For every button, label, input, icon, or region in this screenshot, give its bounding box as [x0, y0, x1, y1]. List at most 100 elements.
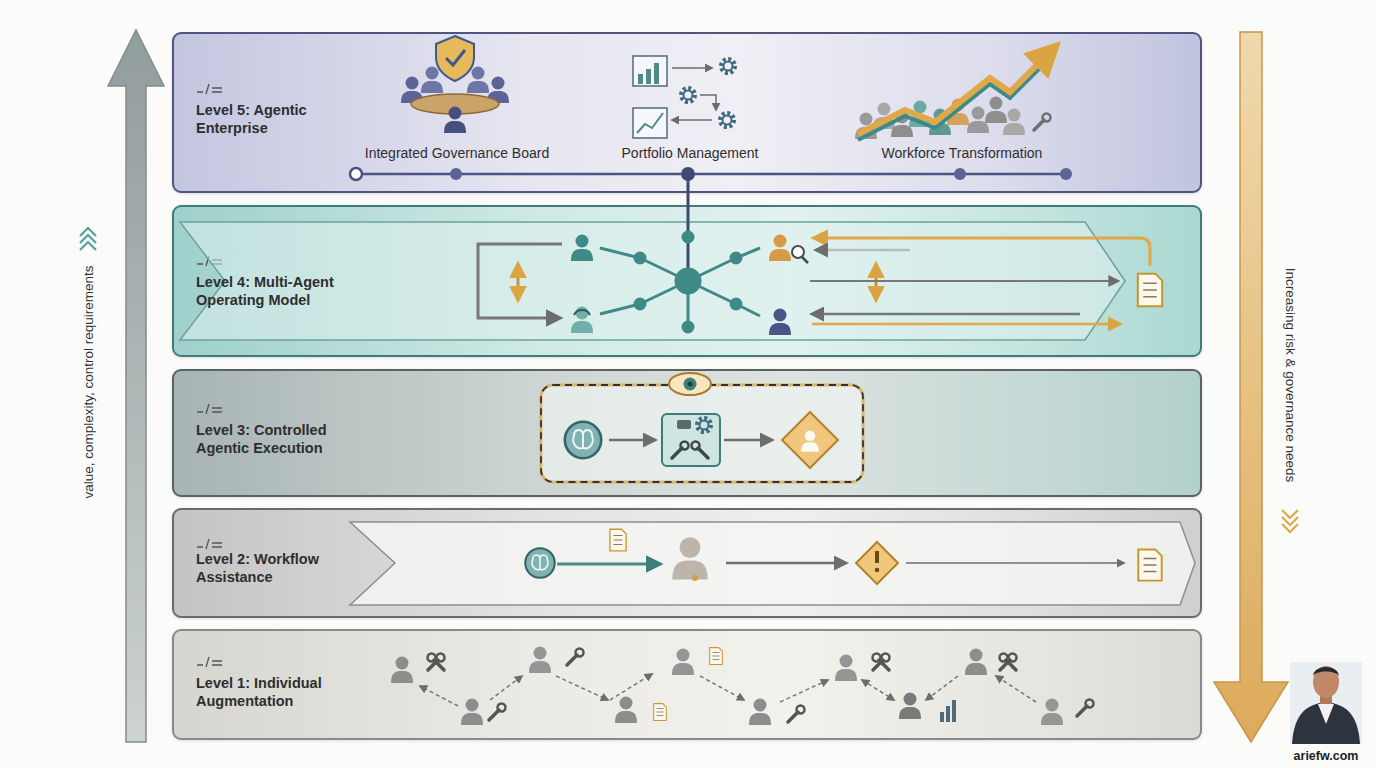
author-portrait: [1290, 662, 1362, 744]
workforce-icon-part: [985, 97, 1007, 124]
workforce-icon-part: [909, 101, 931, 128]
portfolio-icon-part: [672, 119, 712, 121]
portfolio-icon-part: [633, 108, 667, 138]
operating-model-flow-part: [769, 235, 791, 262]
level-glyphs-part: [197, 256, 222, 266]
controlled-execution-icon-part: [609, 439, 655, 442]
individual-augmentation-scatter-part: [749, 699, 771, 726]
timeline-part: [356, 173, 1066, 176]
timeline-part: [350, 168, 362, 180]
risk-arrow: [1214, 32, 1288, 742]
workflow-assistance-flow-part: [1138, 549, 1161, 580]
controlled-execution-icon-part: [724, 439, 772, 442]
individual-augmentation-scatter-part: [873, 654, 890, 671]
level-title: Level 3: Controlled Agentic Execution: [196, 421, 356, 457]
controlled-execution-icon-part: [782, 412, 838, 468]
workforce-icon: [855, 46, 1056, 140]
value-arrow-part: [108, 30, 164, 742]
controlled-execution-icon-part: [541, 385, 863, 482]
axis-label: Increasing risk & governance needs: [1283, 268, 1298, 483]
author-portrait-part: [1313, 666, 1339, 698]
governance-board-icon-part: [436, 36, 474, 81]
governance-board-icon-part: [467, 67, 489, 94]
workflow-assistance-flow-part: [692, 575, 698, 581]
operating-model-flow-part: [1138, 274, 1162, 306]
value-chevrons-part: [80, 242, 96, 250]
individual-augmentation-scatter-part: [788, 706, 805, 723]
workflow-assistance-flow-part: [525, 548, 554, 577]
level-title: Level 5: Agentic Enterprise: [196, 101, 346, 137]
controlled-execution-icon-part: [677, 420, 691, 429]
individual-augmentation-scatter-part: [615, 697, 637, 724]
individual-augmentation-scatter-part: [428, 654, 445, 671]
governance-board-icon-part: [401, 77, 423, 104]
individual-augmentation-scatter-part: [965, 649, 987, 676]
operating-model-flow-part: [574, 310, 590, 315]
icon-caption: Workforce Transformation: [852, 145, 1072, 163]
individual-augmentation-scatter-part: [489, 704, 506, 721]
individual-augmentation-scatter-part: [899, 693, 921, 720]
workflow-assistance-flow-part: [557, 563, 660, 566]
value-chevrons-part: [80, 235, 96, 243]
individual-augmentation-scatter-part: [428, 654, 445, 671]
individual-augmentation-scatter-part-part: [610, 674, 652, 700]
risk-arrow-part: [1214, 32, 1288, 742]
individual-augmentation-scatter-part: [710, 648, 723, 665]
icon-caption: Integrated Governance Board: [347, 145, 567, 163]
value-chevrons: [80, 228, 96, 250]
governance-board-icon-part: [421, 67, 443, 94]
workforce-icon-part: [1003, 109, 1025, 136]
author-portrait-part: [1320, 692, 1332, 704]
individual-augmentation-scatter-part: [952, 700, 956, 722]
level-title: Level 4: Multi-Agent Operating Model: [196, 273, 356, 309]
author-portrait-part: [1313, 667, 1339, 676]
governance-board-icon: [401, 36, 509, 133]
level-band: Level 2: Workflow Assistance: [172, 508, 1202, 618]
individual-augmentation-scatter-part: [567, 649, 584, 666]
workflow-assistance-flow: [350, 522, 1195, 605]
author-portrait-part: [1290, 662, 1362, 744]
controlled-execution-icon-part: [565, 422, 601, 458]
operating-model-flow-part-part: [731, 253, 741, 263]
value-arrow: [108, 30, 164, 742]
watermark: ariefw.com: [1294, 749, 1359, 763]
individual-augmentation-scatter-part-part: [420, 686, 458, 706]
workflow-assistance-flow-part: [672, 537, 707, 579]
operating-model-flow-part: [571, 307, 593, 334]
level-glyphs-part: [197, 84, 222, 94]
governance-board-icon-part: [446, 50, 465, 65]
level-glyphs-part: [197, 404, 222, 414]
controlled-execution-icon-part: [669, 373, 711, 395]
level-band: Level 4: Multi-Agent Operating Model: [172, 205, 1202, 357]
governance-board-icon-part: [411, 94, 499, 114]
workforce-icon-part: [873, 103, 895, 130]
individual-augmentation-scatter-part: [1077, 700, 1094, 717]
governance-board-icon-part: [444, 107, 466, 134]
workforce-icon-part: [947, 99, 969, 126]
value-chevrons-part: [80, 228, 96, 236]
timeline: [350, 167, 1072, 193]
operating-model-flow-part: [812, 313, 1080, 316]
portfolio-icon-part: [633, 56, 667, 86]
operating-model-flow-part: [180, 222, 1125, 340]
individual-augmentation-scatter-part: [529, 647, 551, 674]
individual-augmentation-scatter-part-part: [996, 676, 1036, 702]
timeline-part: [1060, 168, 1072, 180]
operating-model-flow-part: [792, 246, 804, 258]
individual-augmentation-scatter-part: [946, 706, 950, 722]
timeline-part: [954, 168, 966, 180]
timeline-part: [687, 174, 690, 193]
workforce-icon-part: [855, 113, 877, 140]
operating-model-flow-part: [571, 235, 593, 262]
level-band: Level 1: Individual Augmentation: [172, 629, 1202, 740]
controlled-execution-icon-part: [688, 382, 693, 387]
operating-model-flow: [180, 205, 1162, 340]
level-glyphs: [197, 84, 222, 667]
portfolio-icon-part: [672, 67, 712, 69]
workforce-icon-part: [929, 109, 951, 136]
operating-model-flow-part: [600, 232, 760, 332]
level-band: Level 5: Agentic EnterpriseIntegrated Go…: [172, 32, 1202, 193]
operating-model-flow-part: [810, 280, 1118, 282]
workflow-assistance-flow-part: [610, 529, 626, 551]
